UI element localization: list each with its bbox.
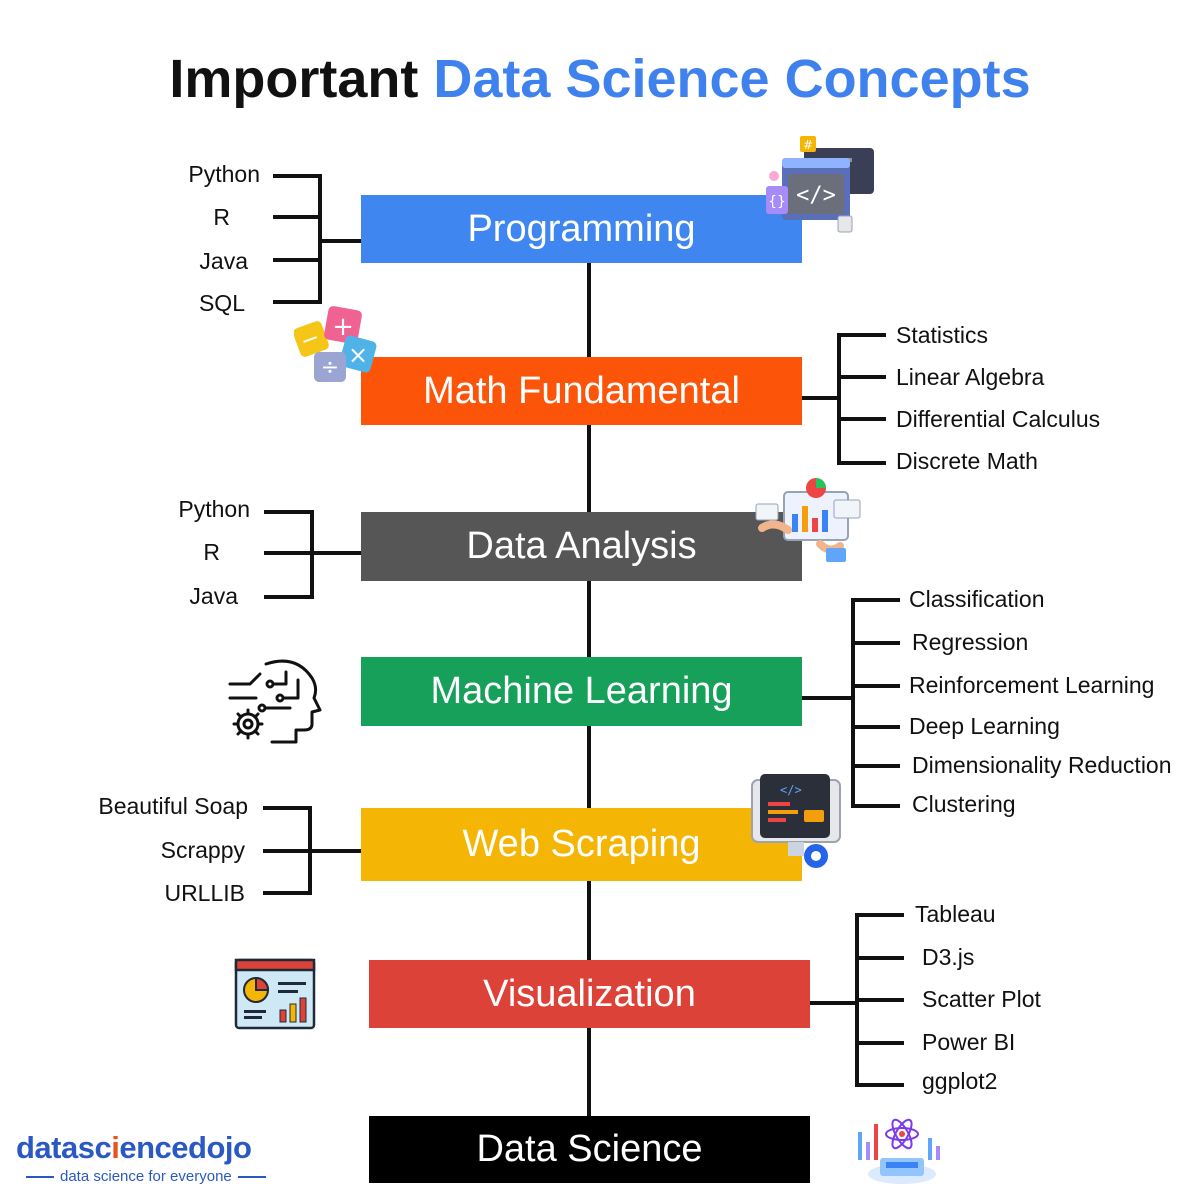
- programming-item: Python: [188, 161, 260, 187]
- data-science-box: Data Science: [369, 1116, 810, 1183]
- title-prefix: Important: [169, 49, 419, 109]
- chart-dashboard-icon: [234, 958, 316, 1030]
- math-item: Differential Calculus: [896, 406, 1101, 432]
- math-item: Discrete Math: [896, 448, 1038, 474]
- programming-box: Programming: [361, 195, 802, 263]
- analysis-item: R: [203, 539, 220, 565]
- visualization-item: Scatter Plot: [922, 986, 1041, 1012]
- data-analysis-label: Data Analysis: [466, 525, 697, 567]
- machine-learning-label: Machine Learning: [430, 670, 733, 712]
- web-scraping-label: Web Scraping: [462, 823, 701, 865]
- logo-name: datasciencedojo: [16, 1130, 252, 1165]
- data-analysis-box: Data Analysis: [361, 512, 802, 581]
- data-science-label: Data Science: [476, 1128, 703, 1170]
- code-window-icon: </> {} #: [766, 136, 874, 233]
- ml-item: Classification: [909, 586, 1045, 612]
- visualization-item: Tableau: [915, 901, 996, 927]
- math-item: Statistics: [896, 322, 989, 348]
- visualization-label: Visualization: [483, 972, 696, 1015]
- math-fundamental-box: Math Fundamental: [361, 357, 802, 425]
- programming-item: SQL: [198, 290, 245, 316]
- visualization-box: Visualization: [369, 960, 810, 1028]
- datasciencedojo-logo: datasciencedojo data science for everyon…: [16, 1130, 272, 1185]
- programming-item: Java: [199, 248, 248, 274]
- programming-item: R: [213, 204, 230, 230]
- visualization-item: ggplot2: [922, 1068, 998, 1094]
- svg-text:</>: </>: [796, 183, 836, 208]
- ml-item: Clustering: [912, 791, 1016, 817]
- web-code-gear-icon: </>: [751, 774, 841, 868]
- visualization-item: D3.js: [922, 944, 975, 970]
- scraping-item: Beautiful Soap: [98, 793, 248, 819]
- programming-label: Programming: [467, 207, 696, 250]
- web-scraping-box: Web Scraping: [361, 808, 802, 881]
- svg-text:{}: {}: [768, 194, 786, 210]
- svg-text:#: #: [803, 138, 813, 152]
- svg-text:×: ×: [348, 341, 368, 369]
- svg-text:÷: ÷: [321, 355, 339, 380]
- ai-head-gear-icon: [228, 659, 322, 744]
- machine-learning-box: Machine Learning: [361, 657, 802, 726]
- logo-tagline: data science for everyone: [16, 1168, 272, 1185]
- analysis-item: Java: [189, 583, 238, 609]
- ml-item: Regression: [912, 629, 1029, 655]
- scraping-item: Scrappy: [160, 837, 245, 863]
- math-operators-icon: − + × ÷: [294, 306, 377, 382]
- ml-item: Dimensionality Reduction: [912, 752, 1172, 778]
- analytics-dashboard-icon: [755, 478, 861, 562]
- visualization-item: Power BI: [922, 1029, 1016, 1055]
- analysis-item: Python: [178, 496, 250, 522]
- page-title: Important Data Science Concepts: [0, 48, 1200, 110]
- ml-item: Reinforcement Learning: [909, 672, 1155, 698]
- svg-text:</>: </>: [780, 783, 802, 797]
- svg-text:+: +: [332, 312, 354, 342]
- math-fundamental-label: Math Fundamental: [423, 369, 740, 412]
- ml-item: Deep Learning: [909, 713, 1060, 739]
- science-lab-icon: [858, 1118, 940, 1184]
- math-item: Linear Algebra: [896, 364, 1045, 390]
- title-accent: Data Science Concepts: [433, 49, 1031, 109]
- scraping-item: URLLIB: [164, 880, 245, 906]
